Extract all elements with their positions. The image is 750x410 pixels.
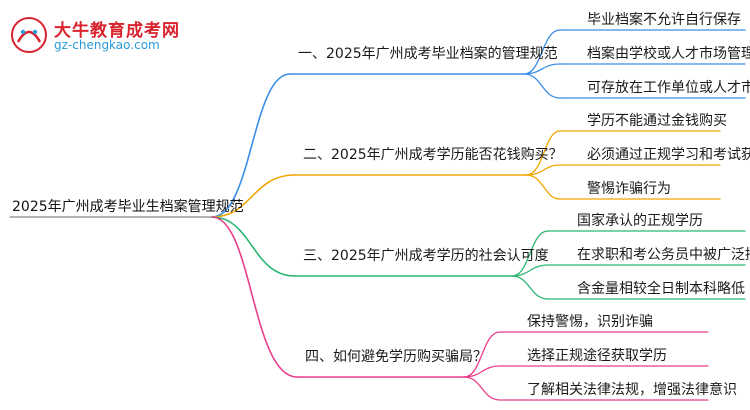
leaf-node-2-1: 学历不能通过金钱购买 [587, 113, 727, 129]
edge-branch-2-leaf-3 [525, 174, 561, 200]
leaf-node-3-2: 在求职和考公务员中被广泛接受 [577, 247, 750, 263]
leaf-node-1-1: 毕业档案不允许自行保存 [587, 12, 741, 28]
site-logo[interactable]: 大牛教育成考网 gz-chengkao.com [10, 12, 185, 56]
branch-node-1: 一、2025年广州成考毕业档案的管理规范 [298, 46, 558, 62]
leaf-node-1-3: 可存放在工作单位或人才市场 [587, 80, 750, 96]
edge-branch-1-leaf-2 [523, 63, 561, 75]
leaf-node-3-1: 国家承认的正规学历 [577, 213, 703, 229]
edge-branch-3-leaf-3 [511, 275, 549, 300]
leaf-node-3-3: 含金量相较全日制本科略低 [577, 281, 745, 297]
edge-branch-1-leaf-3 [523, 73, 561, 99]
leaf-node-1-2: 档案由学校或人才市场管理 [587, 46, 750, 62]
logo-mark-icon [11, 17, 47, 53]
leaf-node-4-2: 选择正规途径获取学历 [527, 348, 667, 364]
leaf-node-4-3: 了解相关法律法规，增强法律意识 [527, 382, 737, 398]
logo-url: gz-chengkao.com [54, 38, 160, 52]
branch-node-4: 四、如何避免学历购买骗局？ [305, 349, 487, 365]
branch-node-2: 二、2025年广州成考学历能否花钱购买？ [303, 147, 563, 163]
leaf-node-2-3: 警惕诈骗行为 [587, 181, 671, 197]
logo-title: 大牛教育成考网 [54, 21, 180, 41]
branch-node-3: 三、2025年广州成考学历的社会认可度 [303, 248, 549, 264]
root-node: 2025年广州成考毕业生档案管理规范 [12, 199, 244, 215]
edge-root-to-branch-2 [211, 174, 296, 218]
leaf-node-4-1: 保持警惕，识别诈骗 [527, 314, 653, 330]
edge-root-to-branch-3 [211, 216, 296, 277]
edge-branch-4-leaf-1 [463, 331, 501, 378]
edge-branch-3-leaf-1 [511, 230, 549, 277]
edge-branch-4-leaf-2 [463, 365, 501, 378]
edge-root-to-branch-4 [211, 216, 298, 378]
leaf-node-2-2: 必须通过正规学习和考试获得 [587, 147, 750, 163]
edge-branch-2-leaf-2 [525, 164, 561, 176]
edge-branch-1-leaf-1 [523, 29, 561, 75]
edge-branch-3-leaf-2 [511, 264, 549, 277]
edge-branch-4-leaf-3 [463, 376, 501, 401]
edge-branch-2-leaf-1 [525, 130, 561, 176]
edge-root-to-branch-1 [211, 73, 291, 218]
